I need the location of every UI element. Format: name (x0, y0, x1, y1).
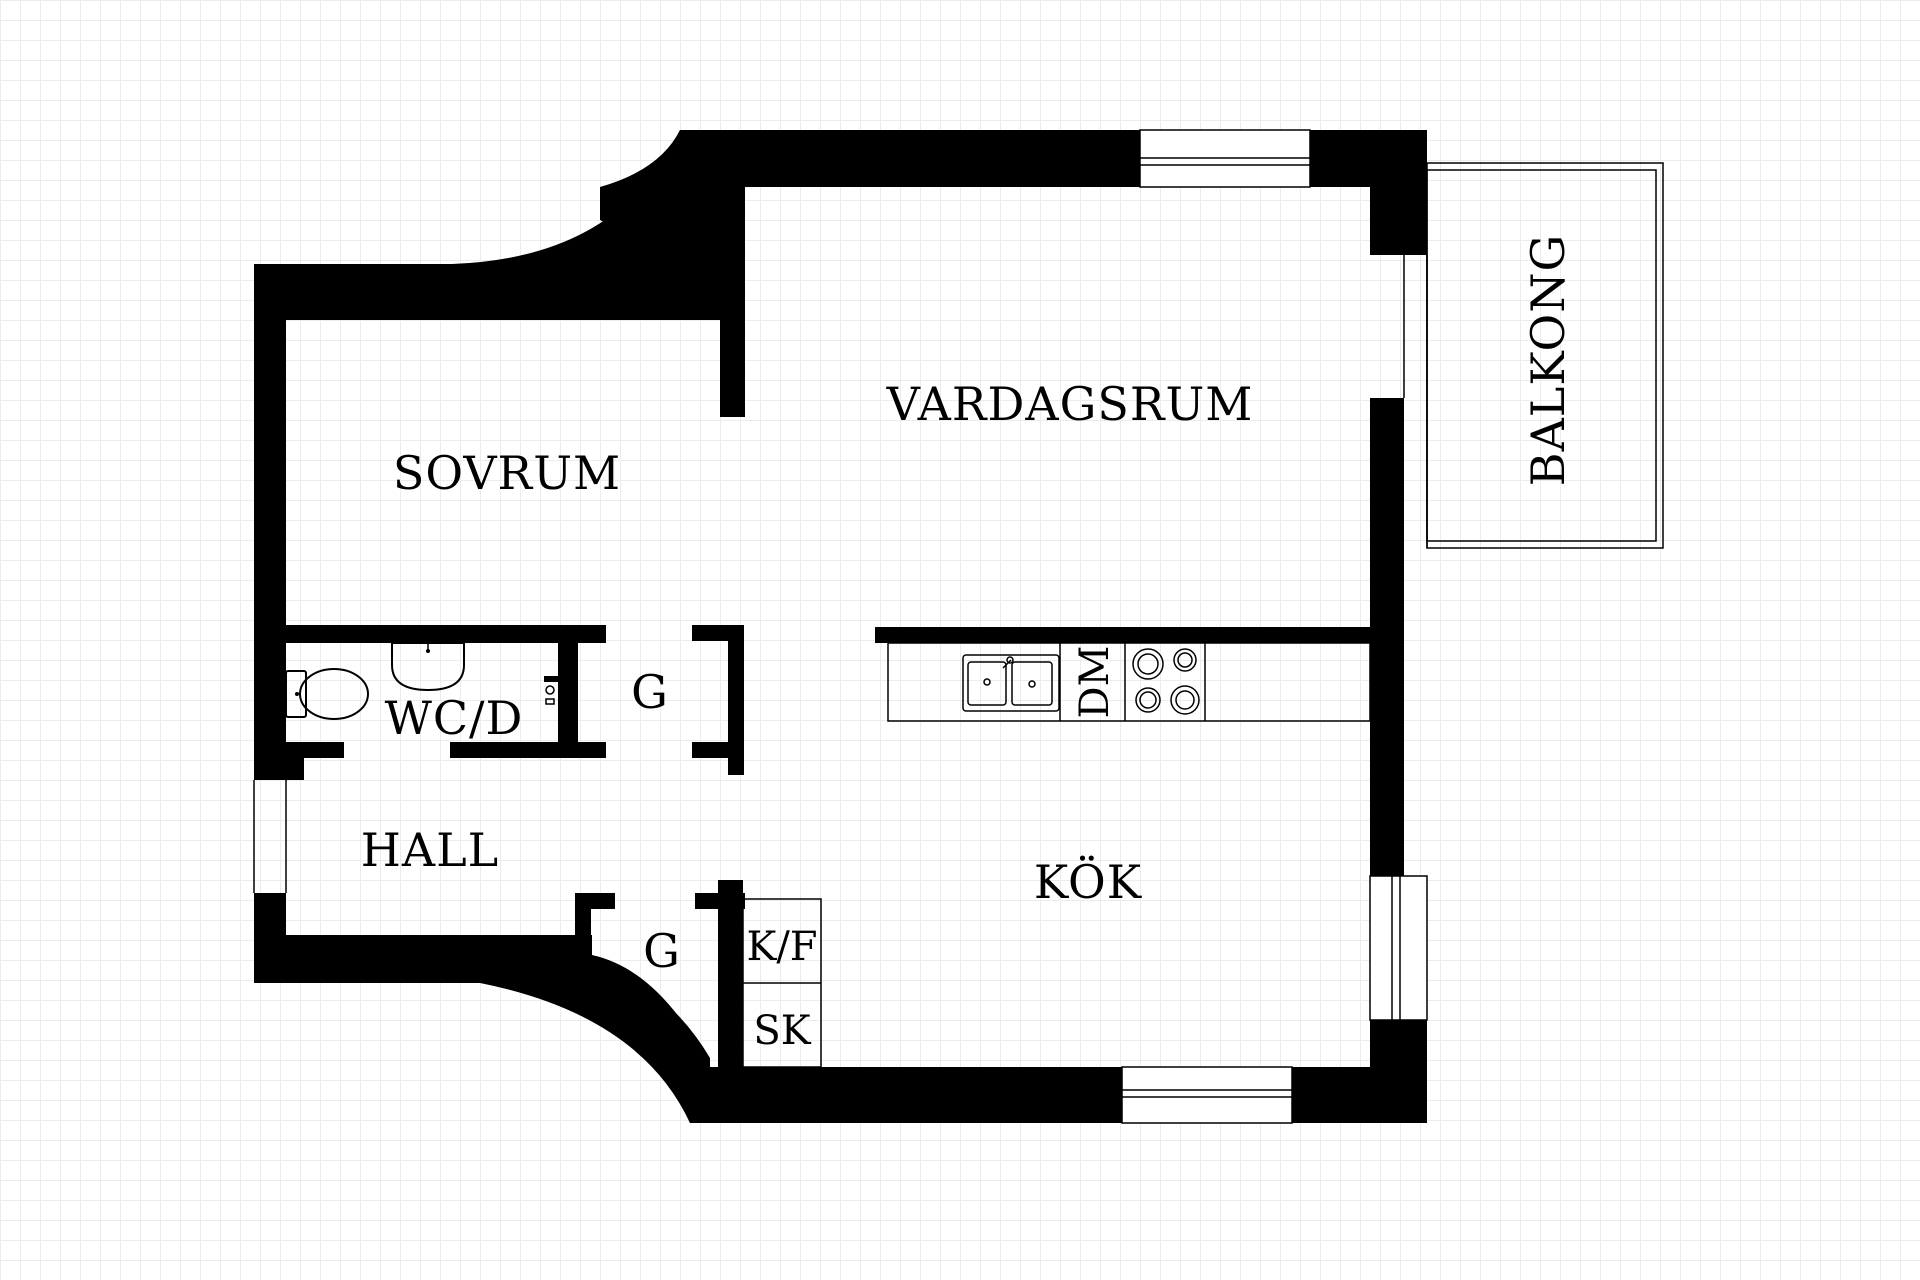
wall-wc-bottom-right (450, 742, 606, 758)
wall-partition-upper (720, 187, 745, 417)
wall-curve-top-arc (254, 130, 720, 320)
double-sink-icon (962, 654, 1060, 712)
wall-bottom-left (690, 1067, 1122, 1123)
room-label-balkong: BALKONG (1521, 234, 1575, 486)
window-right (1369, 875, 1428, 1021)
wall-closet-g2-top-left (575, 893, 615, 909)
wall-hall-stub-left (254, 893, 286, 945)
balcony (1426, 162, 1664, 549)
room-label-sovrum: SOVRUM (393, 446, 621, 500)
room-label-kok: KÖK (1034, 854, 1143, 909)
wall-kitchen-counter (875, 627, 1370, 643)
kitchen-counter (887, 642, 1371, 722)
wall-closet-g1-bottom (692, 742, 744, 758)
wall-closet-g2-side (718, 880, 743, 1070)
shower-icon (544, 676, 558, 705)
closet-label-upper: G (631, 665, 669, 719)
wall-bottom-right (1292, 1067, 1427, 1123)
wall-wc-top (286, 625, 606, 643)
sink-icon (391, 642, 465, 692)
cabinet-label: SK (753, 1008, 811, 1054)
wall-top-left (680, 130, 1140, 187)
fridge-cabinet-block (742, 898, 822, 1068)
wall-right-upper (1370, 130, 1427, 255)
stove-icon (1132, 648, 1200, 715)
dishwasher-label: DM (1072, 645, 1118, 718)
fridge-freezer-label: K/F (746, 924, 817, 970)
toilet-icon (285, 668, 369, 720)
wall-closet-g1-side (728, 625, 744, 775)
window-bottom (1121, 1066, 1293, 1124)
wall-wc-bottom-left (286, 742, 344, 758)
wall-wc-right (558, 625, 578, 758)
wall-left-notch (286, 758, 304, 780)
wall-left-upper (254, 264, 286, 780)
wall-right-middle (1370, 398, 1404, 876)
room-label-hall: HALL (361, 823, 499, 877)
wall-curve-bottom-outer (254, 935, 745, 1123)
room-label-wc: WC/D (385, 691, 524, 745)
room-label-vardagsrum: VARDAGSRUM (886, 377, 1254, 431)
entrance (253, 780, 287, 893)
closet-label-lower: G (643, 924, 681, 978)
walls (254, 130, 1427, 1123)
